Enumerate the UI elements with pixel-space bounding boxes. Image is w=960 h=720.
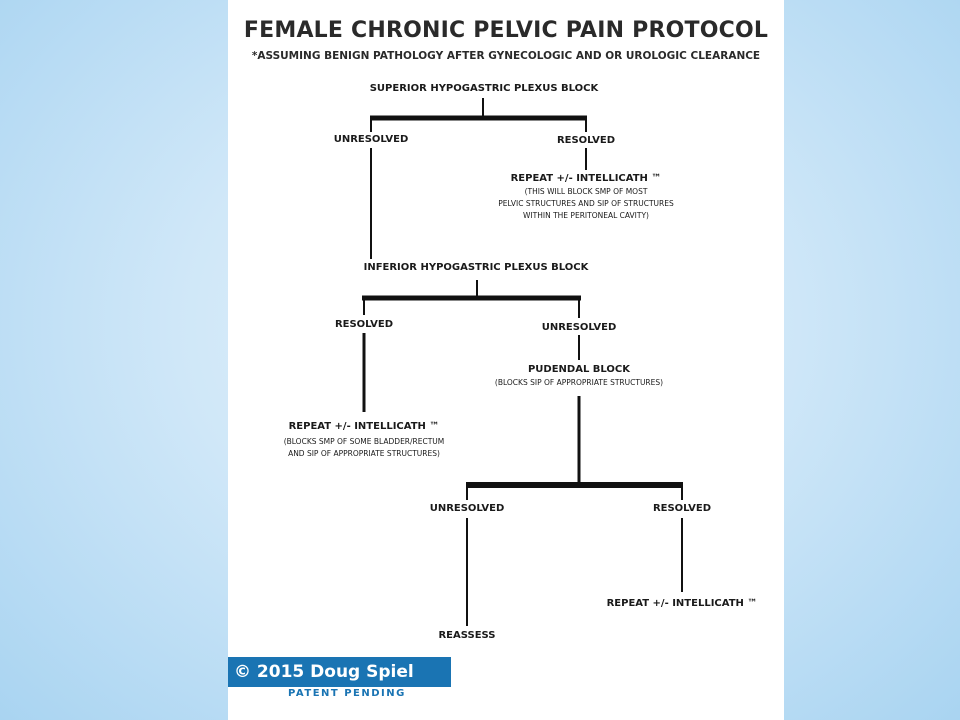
- flowchart-connectors: [362, 98, 683, 626]
- diagram-subtitle: *ASSUMING BENIGN PATHOLOGY AFTER GYNECOL…: [251, 50, 761, 62]
- node-sup-repeat-note-1: (THIS WILL BLOCK SMP OF MOST: [524, 187, 648, 196]
- node-sup-repeat-note-3: WITHIN THE PERITONEAL CAVITY): [523, 211, 649, 220]
- node-sup-resolved: RESOLVED: [556, 135, 616, 146]
- node-pudendal-note: (BLOCKS SIP OF APPROPRIATE STRUCTURES): [494, 378, 664, 387]
- node-inferior-block: INFERIOR HYPOGASTRIC PLEXUS BLOCK: [363, 262, 589, 273]
- node-inf-repeat-note-2: AND SIP OF APPROPRIATE STRUCTURES): [288, 449, 440, 458]
- protocol-page: FEMALE CHRONIC PELVIC PAIN PROTOCOL *ASS…: [228, 0, 784, 720]
- node-sup-unresolved: UNRESOLVED: [333, 134, 409, 145]
- node-sup-repeat: REPEAT +/- INTELLICATH ™: [510, 173, 662, 184]
- patent-pending-label: PATENT PENDING: [288, 688, 406, 699]
- node-pud-unresolved: UNRESOLVED: [429, 503, 505, 514]
- node-sup-repeat-note-2: PELVIC STRUCTURES AND SIP OF STRUCTURES: [498, 199, 674, 208]
- node-pud-resolved: RESOLVED: [652, 503, 712, 514]
- node-inf-resolved: RESOLVED: [334, 319, 394, 330]
- node-pudendal-block: PUDENDAL BLOCK: [527, 364, 631, 375]
- node-inf-repeat: REPEAT +/- INTELLICATH ™: [288, 421, 440, 432]
- node-inf-repeat-note-1: (BLOCKS SMP OF SOME BLADDER/RECTUM: [283, 437, 445, 446]
- node-pud-repeat: REPEAT +/- INTELLICATH ™: [606, 598, 758, 609]
- node-reassess: REASSESS: [438, 630, 496, 641]
- node-superior-block: SUPERIOR HYPOGASTRIC PLEXUS BLOCK: [369, 83, 599, 94]
- diagram-title: FEMALE CHRONIC PELVIC PAIN PROTOCOL: [243, 18, 769, 43]
- node-inf-unresolved: UNRESOLVED: [541, 322, 617, 333]
- copyright-badge: © 2015 Doug Spiel: [228, 657, 451, 687]
